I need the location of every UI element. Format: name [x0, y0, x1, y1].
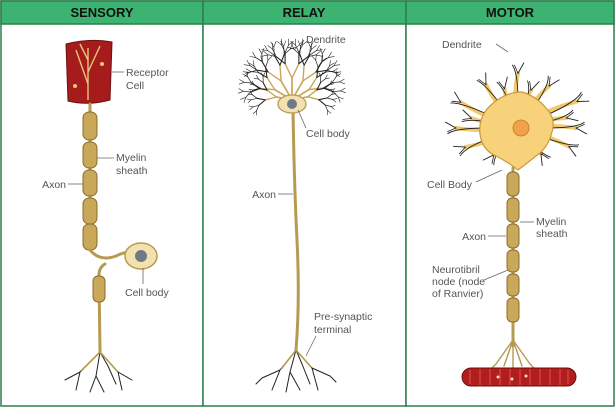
- label-dendrite: Dendrite: [442, 39, 482, 51]
- receptor-nerve-ending: [75, 43, 101, 100]
- sensory-nucleus: [135, 250, 147, 262]
- relay-terminals: [255, 349, 337, 393]
- panel-motor-title: MOTOR: [486, 5, 535, 20]
- sensory-terminals: [64, 351, 133, 393]
- label-receptor-line2: Cell: [126, 80, 144, 92]
- label-node-line1: Neurotibril: [432, 264, 480, 276]
- relay-dendrite-tree: [238, 38, 346, 116]
- panel-motor-header: [405, 0, 615, 25]
- motor-myelin-segment: [506, 273, 520, 297]
- leader-node: [483, 269, 509, 281]
- panel-relay-frame: [202, 0, 407, 407]
- sensory-myelin-segment: [82, 197, 98, 225]
- motor-myelin-segment: [506, 249, 520, 273]
- label-myelin-line2: sheath: [536, 228, 568, 240]
- label-terminal-line1: Pre-synaptic: [314, 311, 372, 323]
- label-node-line3: of Ranvier): [432, 288, 483, 300]
- sensory-myelin-segment: [92, 275, 106, 303]
- label-axon: Axon: [462, 231, 486, 243]
- motor-myelin-segment: [506, 223, 520, 249]
- label-axon: Axon: [252, 189, 276, 201]
- sensory-myelin-segment: [82, 141, 98, 169]
- label-myelin-line1: Myelin: [116, 152, 147, 164]
- leader-cell-body: [297, 109, 307, 129]
- sensory-myelin-sheath: [82, 111, 98, 251]
- receptor-dot: [73, 84, 77, 88]
- panel-sensory-title: SENSORY: [70, 5, 133, 20]
- leader-terminal: [305, 335, 317, 357]
- receptor-cell: [65, 39, 113, 104]
- label-receptor-line1: Receptor: [126, 67, 169, 79]
- label-cell-body: Cell body: [125, 287, 170, 299]
- leader-dendrite: [495, 43, 509, 53]
- relay-neuron: Dendrite Cell body Axon Pre-synaptic ter…: [238, 34, 372, 393]
- motor-neuron: Dendrite Cell Body Myelin sheath Axon Ne…: [427, 39, 590, 387]
- receptor-dot: [100, 62, 104, 66]
- panel-relay-title: RELAY: [283, 5, 326, 20]
- label-cell-body: Cell Body: [427, 179, 473, 191]
- relay-axon: [291, 106, 300, 352]
- sensory-myelin-segment: [82, 169, 98, 197]
- label-myelin-line1: Myelin: [536, 216, 567, 228]
- label-node-line2: node (node: [432, 276, 485, 288]
- motor-myelin-segment: [506, 171, 520, 197]
- label-terminal-line2: terminal: [314, 324, 351, 336]
- muscle-fiber: [461, 367, 577, 387]
- sensory-myelin-segment: [82, 223, 98, 251]
- sensory-neuron: Receptor Cell Myelin sheath Axon Cell bo…: [42, 39, 170, 393]
- motor-myelin-segment: [506, 197, 520, 223]
- motor-myelin-segment: [506, 297, 520, 323]
- sensory-myelin-segment: [82, 111, 98, 141]
- leader-cell-body: [475, 169, 503, 183]
- leader-dendrite: [293, 39, 305, 51]
- label-dendrite: Dendrite: [306, 34, 346, 46]
- motor-terminals: [489, 339, 537, 371]
- relay-nucleus: [287, 99, 297, 109]
- label-myelin-line2: sheath: [116, 165, 148, 177]
- motor-nucleus: [512, 119, 530, 137]
- label-axon: Axon: [42, 179, 66, 191]
- motor-myelin-sheath: [506, 171, 520, 323]
- label-cell-body: Cell body: [306, 128, 351, 140]
